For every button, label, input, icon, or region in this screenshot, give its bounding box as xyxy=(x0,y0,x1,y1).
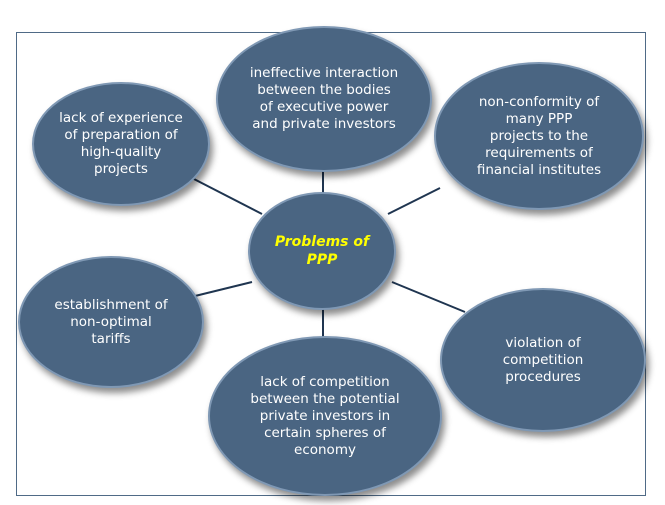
node-upper-right-label: non-conformity of many PPP projects to t… xyxy=(476,93,602,178)
connector-upper-left xyxy=(191,177,263,215)
connector-lower-left xyxy=(194,281,253,297)
node-lower-right: violation of competition procedures xyxy=(440,288,646,432)
node-top: ineffective interaction between the bodi… xyxy=(216,26,432,172)
node-upper-right: non-conformity of many PPP projects to t… xyxy=(434,62,644,210)
node-top-label: ineffective interaction between the bodi… xyxy=(249,65,399,132)
node-lower-right-label: violation of competition procedures xyxy=(502,334,584,385)
connector-lower-right xyxy=(391,281,466,313)
connector-upper-right xyxy=(387,187,441,215)
center-label: Problems of PPP xyxy=(274,234,370,268)
node-bottom-label: lack of competition between the potentia… xyxy=(250,373,400,458)
node-bottom: lack of competition between the potentia… xyxy=(208,336,442,496)
node-upper-left-label: lack of experience of preparation of hig… xyxy=(59,110,183,177)
node-upper-left: lack of experience of preparation of hig… xyxy=(32,82,210,206)
node-center: Problems of PPP xyxy=(248,192,396,310)
node-lower-left-label: establishment of non-optimal tariffs xyxy=(54,296,168,347)
node-lower-left: establishment of non-optimal tariffs xyxy=(18,256,204,388)
